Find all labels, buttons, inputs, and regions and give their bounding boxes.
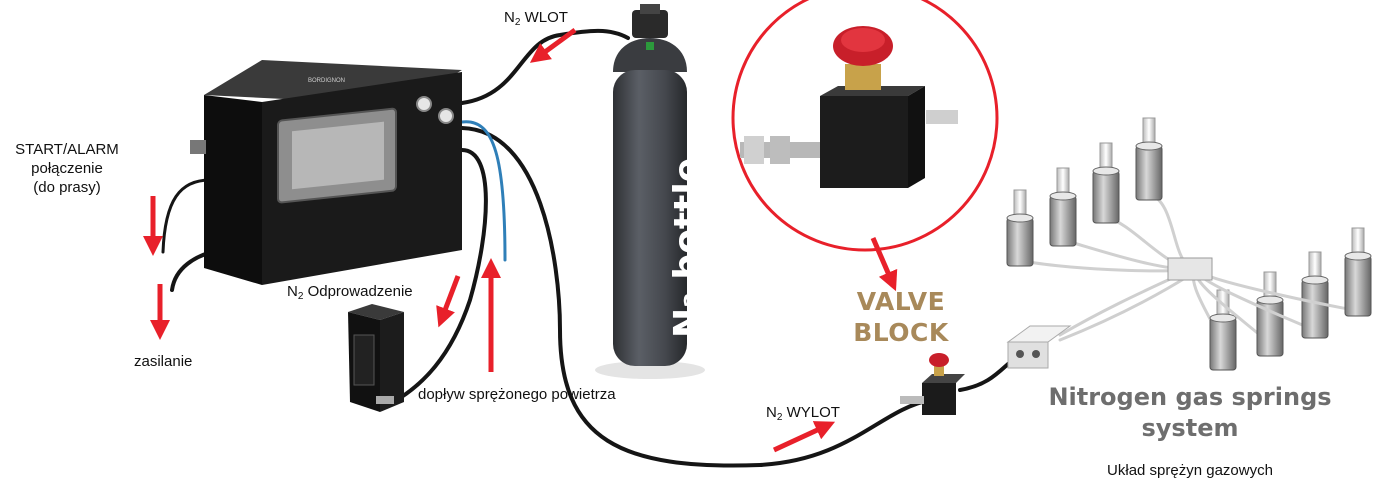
valve-block-label: VALVE BLOCK: [853, 287, 949, 347]
springs-subtitle: Układ sprężyn gazowych: [1107, 462, 1273, 479]
cabinet-brand: BORDIGNON: [308, 78, 345, 84]
valve-to-manifold-hose: [958, 356, 1017, 392]
n2-inlet-label: N2 WLOT: [504, 9, 568, 28]
arrow-valve-callout: [870, 237, 898, 292]
gauge-left: [416, 96, 432, 112]
n2-outlet-label: N2 WYLOT: [766, 404, 840, 423]
n2-bottle: [595, 4, 705, 379]
gas-spring: [1195, 227, 1372, 317]
start-alarm-label: START/ALARM połączenie (do prasy): [15, 141, 119, 196]
bottle-label: N₂ bottle: [667, 157, 708, 338]
control-cabinet: BORDIGNON: [190, 60, 462, 285]
n2-outlet-hose: [460, 126, 932, 468]
inline-valve: [900, 353, 965, 415]
arrow-discharge: [436, 275, 461, 328]
gas-spring: [1195, 251, 1329, 339]
signal-cable: [161, 178, 212, 254]
arrow-n2-inlet: [529, 27, 577, 63]
n2-discharge-hose: [398, 148, 488, 400]
compressed-air-label: dopływ sprężonego powietrza: [418, 386, 616, 403]
flow-arrows: [143, 27, 898, 453]
n2-inlet-hose: [460, 28, 630, 105]
compressed-air-hose: [460, 120, 507, 262]
distribution-block: [1167, 257, 1213, 281]
gas-spring: [1092, 142, 1201, 271]
springs-title: Nitrogen gas springs system: [1048, 383, 1332, 442]
arrow-n2-outlet: [772, 421, 836, 453]
gas-spring: [1135, 117, 1201, 270]
n2-discharge-label: N2 Odprowadzenie: [287, 283, 413, 302]
power-label: zasilanie: [134, 353, 193, 370]
gas-spring: [1049, 167, 1201, 271]
valve-block-callout: [731, 0, 999, 252]
gas-springs: [1006, 117, 1372, 371]
hoses: [161, 28, 1202, 468]
side-connector: [190, 140, 206, 154]
gauge-right: [438, 108, 454, 124]
control-manifold: [1006, 325, 1072, 369]
discharge-box: [348, 304, 404, 412]
